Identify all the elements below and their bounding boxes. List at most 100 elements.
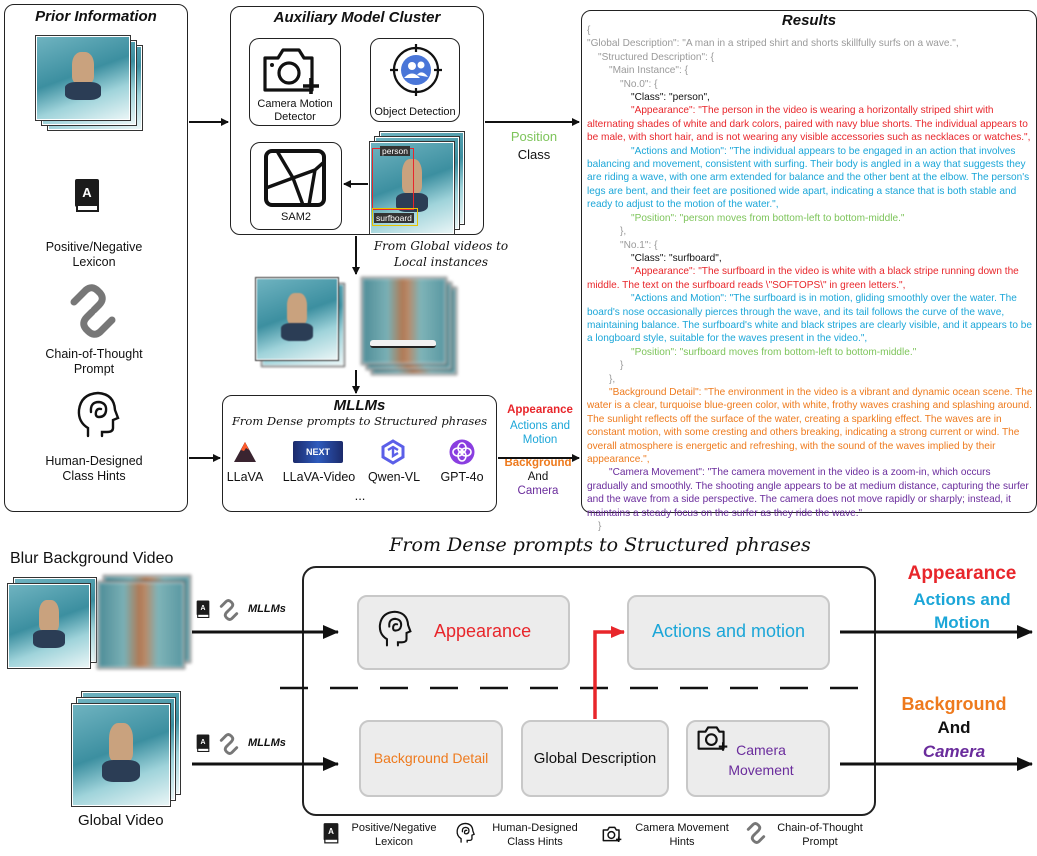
- results-line: "Camera Movement": "The camera movement …: [587, 467, 1029, 519]
- lexicon-icon: A: [196, 734, 210, 752]
- sam2-label: SAM2: [281, 211, 311, 223]
- bottom-title: From Dense prompts to Structured phrases: [389, 534, 811, 556]
- head-brain-icon: [456, 822, 475, 843]
- legend-lexicon-label: Positive/Negative Lexicon: [351, 822, 437, 848]
- chain-link-icon: [219, 599, 239, 621]
- svg-text:A: A: [82, 185, 92, 200]
- mid-appearance-label: Appearance: [507, 404, 573, 416]
- background-detail-box: [359, 720, 503, 797]
- results-line: "Appearance": "The person in the video i…: [587, 105, 1031, 144]
- global-video-label: Global Video: [78, 812, 164, 829]
- lexicon-label: Positive/Negative Lexicon: [45, 240, 143, 269]
- mllm-title: MLLMs: [333, 397, 386, 414]
- appearance-box: [357, 595, 570, 670]
- results-line: "Main Instance": {: [609, 65, 688, 77]
- legend-hints-label: Human-Designed Class Hints: [492, 822, 578, 848]
- local-surfboard-frame: [362, 278, 446, 364]
- appearance-box-label: Appearance: [434, 621, 532, 641]
- out-background-label: Background: [901, 694, 1007, 714]
- camera-plus-icon: [263, 48, 319, 94]
- chain-link-icon: [219, 733, 239, 755]
- results-line: }: [598, 521, 602, 533]
- camera-movement-label: Camera Movement: [728, 742, 794, 778]
- out-camera-label: Camera: [922, 742, 986, 761]
- camera-plus-icon: [697, 726, 728, 751]
- results-line: "Class": "surfboard",: [631, 252, 722, 264]
- mid-and-label: And: [527, 471, 549, 483]
- lexicon-icon: A: [75, 179, 99, 212]
- results-line: "No.0": {: [620, 78, 658, 90]
- legend-cot-label: Chain-of-Thought Prompt: [777, 822, 863, 848]
- global-video-frame: [72, 704, 170, 806]
- head-brain-icon: [378, 610, 412, 647]
- svg-text:A: A: [201, 739, 206, 746]
- person-tag: person: [380, 146, 410, 156]
- results-line: },: [620, 226, 627, 238]
- blur-video-person: [8, 584, 90, 668]
- results-line: "Structured Description": {: [598, 51, 715, 63]
- lexicon-icon: A: [196, 600, 210, 618]
- global-description-box[interactable]: [521, 720, 669, 797]
- results-line: },: [609, 373, 616, 385]
- results-line: "Actions and Motion": "The individual ap…: [587, 145, 1030, 211]
- mid-actions-label: Actions and Motion: [509, 420, 571, 446]
- camera-plus-icon: [602, 826, 622, 842]
- cot-label: Chain-of-Thought Prompt: [45, 347, 143, 376]
- llava-icon: [234, 442, 256, 462]
- surfboard-shape: [370, 340, 436, 348]
- lexicon-icon: A: [323, 823, 339, 844]
- camera-movement-box: [686, 720, 830, 797]
- results-line: }: [620, 360, 624, 372]
- blur-video-board: [98, 582, 184, 668]
- results-line: "Background Detail": "The environment in…: [587, 386, 1033, 465]
- global-description-label: Global Description: [533, 750, 657, 767]
- model-llava-video: LLaVA-Video: [282, 470, 356, 484]
- results-title: Results: [781, 12, 837, 29]
- model-llava: LLaVA: [226, 470, 264, 484]
- actions-motion-box: [627, 595, 830, 670]
- results-line: "Global Description": "A man in a stripe…: [587, 38, 959, 50]
- surfboard-bounding-box: [372, 208, 418, 226]
- head-brain-icon: [77, 391, 120, 438]
- results-line: "Position": "surfboard moves from bottom…: [631, 346, 917, 358]
- results-line: "Class": "person",: [631, 92, 710, 104]
- object-detection-label: Object Detection: [374, 106, 456, 118]
- results-json: {"Global Description": "A man in a strip…: [587, 24, 1033, 533]
- auxiliary-cluster-title: Auxiliary Model Cluster: [273, 9, 441, 26]
- qwen-icon: [381, 439, 405, 465]
- out-actions-label: Actions and Motion: [913, 590, 1011, 632]
- results-line: "No.1": {: [620, 239, 658, 251]
- mid-camera-label: Camera: [517, 485, 559, 497]
- global-to-local-label: From Global videos to Local instances: [373, 239, 509, 269]
- position-label: Position: [510, 129, 558, 144]
- results-panel: [581, 10, 1037, 513]
- results-line: "Actions and Motion": "The surfboard is …: [587, 293, 1032, 345]
- chain-link-icon: [746, 822, 766, 844]
- class-label: Class: [517, 147, 551, 162]
- mllms-label-top: MLLMs: [248, 603, 286, 615]
- more-models-ellipsis: ...: [354, 488, 366, 503]
- svg-text:A: A: [328, 827, 334, 836]
- prior-information-title: Prior Information: [35, 8, 157, 25]
- legend-camera-label: Camera Movement Hints: [635, 822, 729, 848]
- mid-background-label: Background: [504, 457, 572, 469]
- sam2-icon: [264, 149, 326, 207]
- out-appearance-label: Appearance: [907, 563, 1017, 584]
- local-person-frame: [256, 278, 338, 360]
- chain-link-icon: [70, 284, 116, 338]
- llava-video-icon: NEXT: [293, 441, 343, 463]
- arrow-global-to-actions: [593, 626, 625, 719]
- crosshair-people-icon: [390, 44, 442, 96]
- hints-label: Human-Designed Class Hints: [45, 454, 143, 483]
- model-qwen-vl: Qwen-VL: [367, 470, 421, 484]
- dashed-divider: [280, 686, 880, 690]
- svg-text:A: A: [201, 605, 206, 612]
- results-line: "Appearance": "The surfboard in the vide…: [587, 266, 1019, 291]
- gpt-4o-icon: [449, 439, 475, 465]
- actions-motion-box-label: Actions and motion: [651, 621, 806, 641]
- results-line: "Position": "person moves from bottom-le…: [631, 212, 905, 224]
- model-gpt-4o: GPT-4o: [440, 470, 484, 484]
- out-and-label: And: [937, 718, 971, 737]
- mllms-label-bottom: MLLMs: [248, 737, 286, 749]
